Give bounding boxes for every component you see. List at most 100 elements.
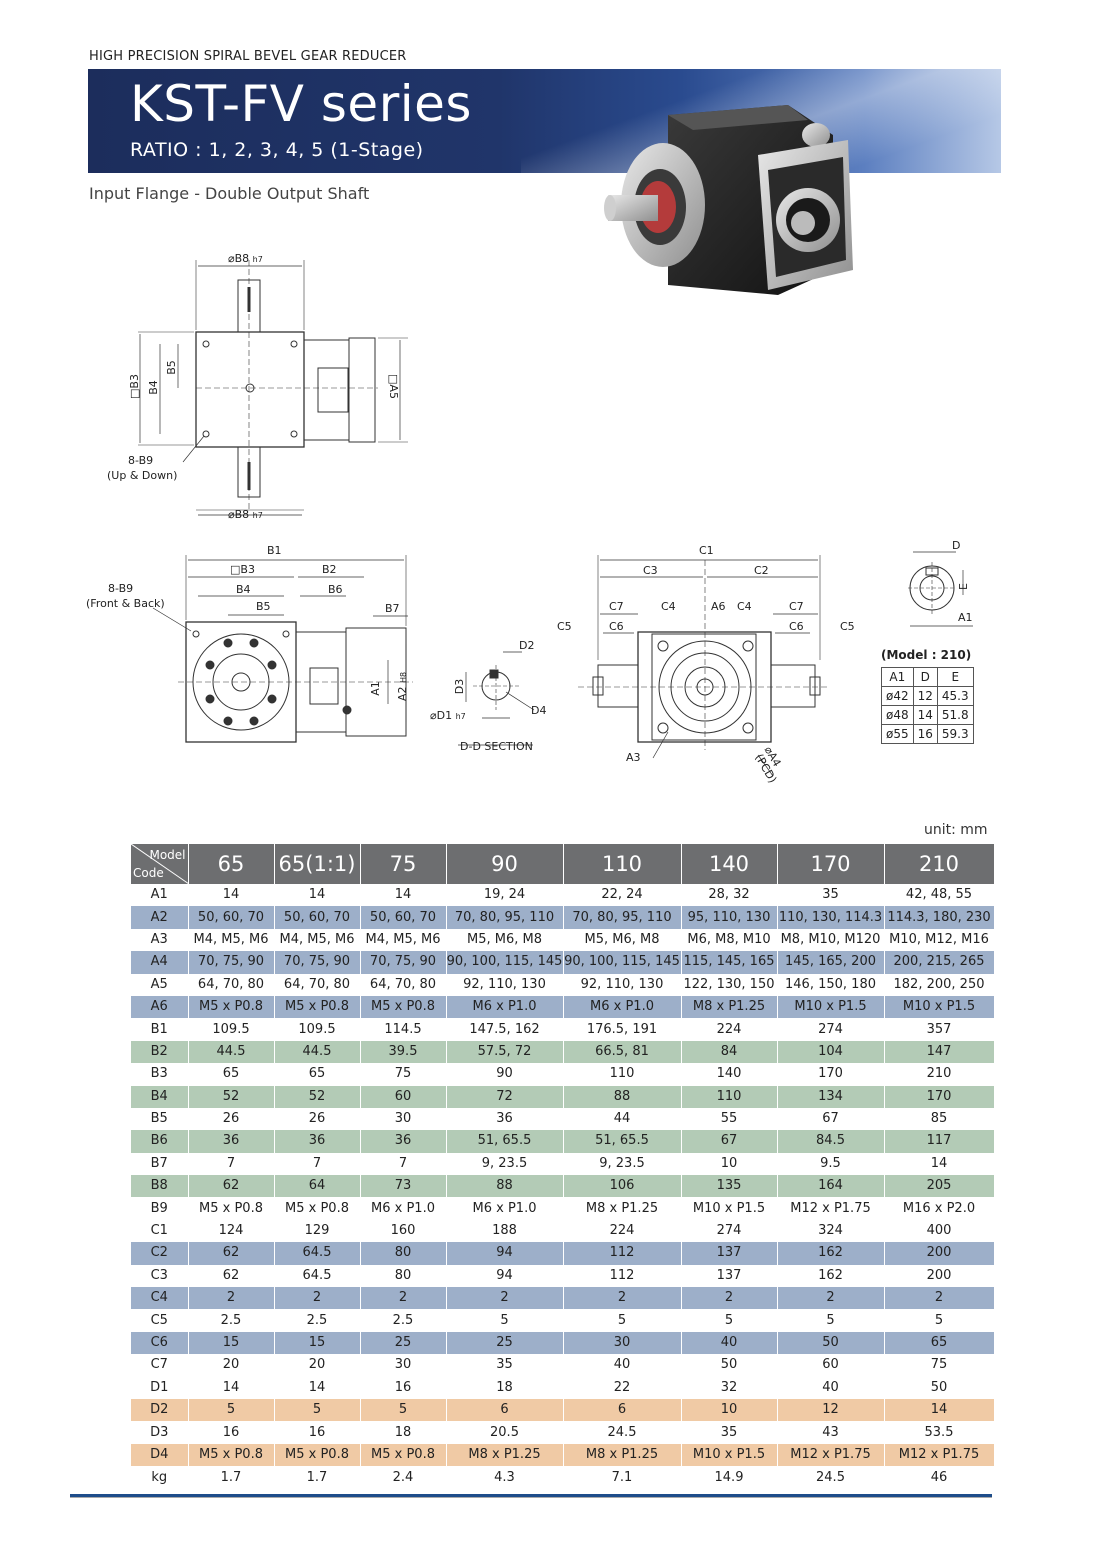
code-label: Code [133, 866, 164, 880]
value-cell: 40 [681, 1331, 778, 1355]
value-cell: 25 [360, 1331, 447, 1355]
value-cell: M8, M10, M120 [777, 928, 885, 952]
group-label: C [80, 1219, 131, 1378]
value-cell: 18 [360, 1421, 447, 1444]
model-header: 65(1:1) [274, 844, 361, 884]
value-cell: 25 [446, 1331, 564, 1355]
value-cell: 90, 100, 115, 145 [446, 951, 564, 974]
value-cell: 90 [446, 1063, 564, 1086]
value-cell: 44 [563, 1107, 682, 1131]
value-cell: M12 x P1.75 [884, 1443, 995, 1467]
value-cell: 5 [777, 1309, 885, 1332]
value-cell: 20 [188, 1354, 275, 1377]
value-cell: 65 [274, 1063, 361, 1086]
value-cell: 9, 23.5 [446, 1152, 564, 1176]
value-cell: 16 [360, 1376, 447, 1399]
value-cell: 182, 200, 250 [884, 973, 995, 996]
code-cell: A4 [130, 951, 189, 974]
value-cell: 64 [274, 1175, 361, 1198]
label-c5-left: C5 [557, 620, 572, 633]
value-cell: 65 [884, 1331, 995, 1355]
label-c2: C2 [754, 564, 769, 577]
value-cell: M10 x P1.5 [777, 995, 885, 1019]
code-cell: B3 [130, 1063, 189, 1086]
value-cell: 62 [188, 1264, 275, 1288]
value-cell: M6, M8, M10 [681, 928, 778, 952]
value-cell: 117 [884, 1130, 995, 1153]
model-header: 170 [777, 844, 885, 884]
model210-cell: 59.3 [936, 724, 974, 744]
value-cell: 5 [274, 1398, 361, 1422]
value-cell: 164 [777, 1175, 885, 1198]
value-cell: 44.5 [188, 1040, 275, 1064]
value-cell: 110, 130, 114.3 [777, 906, 885, 929]
value-cell: 114.5 [360, 1018, 447, 1041]
value-cell: 73 [360, 1175, 447, 1198]
group-label: D [80, 1376, 131, 1468]
value-cell: 22 [563, 1376, 682, 1399]
value-cell: 2 [563, 1287, 682, 1310]
dd-section-drawing [458, 651, 535, 746]
code-cell: A5 [130, 973, 189, 996]
code-cell: C5 [130, 1309, 189, 1332]
code-cell: A2 [130, 906, 189, 929]
value-cell: 2.5 [360, 1309, 447, 1332]
value-cell: 72 [446, 1085, 564, 1108]
value-cell: 135 [681, 1175, 778, 1198]
value-cell: 5 [188, 1398, 275, 1422]
value-cell: 140 [681, 1063, 778, 1086]
value-cell: 14 [884, 1398, 995, 1422]
label-a1: A1 [368, 681, 382, 696]
label-8-b9-front: 8-B9 [108, 582, 134, 595]
value-cell: 35 [777, 884, 885, 907]
value-cell: 67 [681, 1130, 778, 1153]
value-cell: M4, M5, M6 [360, 928, 447, 952]
value-cell: 20 [274, 1354, 361, 1377]
value-cell: 50, 60, 70 [274, 906, 361, 929]
value-cell: 92, 110, 130 [446, 973, 564, 996]
label-a3: A3 [626, 751, 641, 764]
value-cell: 274 [681, 1219, 778, 1243]
label-key-e: E [956, 583, 970, 590]
page-title: KST-FV series [130, 75, 472, 133]
value-cell: 19, 24 [446, 884, 564, 907]
label-a2: A2 H8 [396, 671, 410, 702]
value-cell: 115, 145, 165 [681, 951, 778, 974]
value-cell: 52 [188, 1085, 275, 1108]
value-cell: 53.5 [884, 1421, 995, 1444]
value-cell: 124 [188, 1219, 275, 1243]
label-key-a1: A1 [958, 611, 973, 624]
value-cell: 30 [360, 1354, 447, 1377]
value-cell: 50 [777, 1331, 885, 1355]
weight-cell: 1.7 [188, 1466, 275, 1491]
label-c7-left: C7 [609, 600, 624, 613]
value-cell: 50, 60, 70 [188, 906, 275, 929]
value-cell: 137 [681, 1264, 778, 1288]
value-cell: 28, 32 [681, 884, 778, 907]
weight-cell: 4.3 [446, 1466, 564, 1491]
label-key-d: D [952, 539, 961, 552]
value-cell: 75 [360, 1063, 447, 1086]
value-cell: 84 [681, 1040, 778, 1064]
value-cell: 12 [777, 1398, 885, 1422]
label-c6-left: C6 [609, 620, 624, 633]
model210-cell: 12 [912, 686, 938, 706]
model-header: 110 [563, 844, 682, 884]
label-b7: B7 [385, 602, 400, 615]
value-cell: M16 x P2.0 [884, 1197, 995, 1220]
footer-rule [70, 1494, 992, 1497]
weight-label: Weight [80, 1466, 131, 1492]
label-b8-bottom: ⌀B8 h7 [228, 508, 263, 521]
value-cell: 6 [446, 1398, 564, 1422]
value-cell: 7 [188, 1152, 275, 1176]
value-cell: 65 [188, 1063, 275, 1086]
value-cell: M5 x P0.8 [274, 1443, 361, 1467]
side-view-drawing [578, 555, 828, 777]
